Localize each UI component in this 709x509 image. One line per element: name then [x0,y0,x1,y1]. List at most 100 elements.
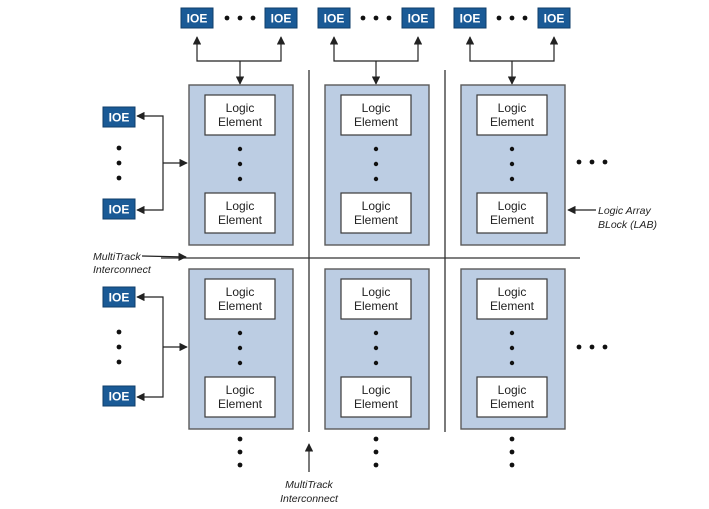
ioe-block [102,106,136,128]
ellipsis-dot [509,176,515,182]
ioe-label: IOE [109,203,130,217]
ellipsis-dot [373,345,379,351]
ellipsis-dot [237,462,243,468]
ellipsis-dot [116,175,122,181]
ellipsis-dot [373,449,379,455]
logic-element-box [204,278,276,320]
logic-element-box [204,192,276,234]
ellipsis-dot [576,159,582,165]
ioe-label: IOE [460,12,481,26]
ellipsis-dot [509,345,515,351]
logic-element-label-line2: Element [354,213,399,227]
logic-element-label-line2: Element [354,397,399,411]
ellipsis-dot [373,176,379,182]
ioe-connector [192,36,286,62]
ioe-label: IOE [324,12,345,26]
continuation-dots-bottom [237,436,515,468]
ellipsis-dot [509,330,515,336]
ellipsis-dot [602,344,608,350]
ellipsis-dot [509,161,515,167]
ioe-label: IOE [408,12,429,26]
logic-element-label-line1: Logic [226,199,255,213]
ellipsis-dot [509,449,515,455]
left-ioe-group-upper: IOE IOE [102,106,188,220]
logic-element-label-line1: Logic [498,199,527,213]
ioe-label: IOE [544,12,565,26]
logic-element-label-line2: Element [490,213,535,227]
multitrack-bottom-callout: MultiTrack Interconnect [280,443,339,505]
ellipsis-dot [237,360,243,366]
lab-row-2-col-2: Logic Element Logic Element [324,268,430,430]
logic-element-box [476,94,548,136]
top-ioe-group-1: IOE IOE [180,7,298,85]
multitrack-left-callout: MultiTrack Interconnect [93,251,187,276]
ioe-block [180,7,214,29]
ellipsis-dot [373,146,379,152]
logic-element-label-line1: Logic [362,285,391,299]
logic-element-label-line2: Element [218,299,263,313]
ellipsis-dot [509,462,515,468]
lab-label-line2: BLock (LAB) [598,219,657,231]
ioe-connector [329,36,423,62]
logic-element-box [340,94,412,136]
logic-element-label-line2: Element [354,115,399,129]
lab-row-1-col-3: Logic Element Logic Element [460,84,566,246]
ellipsis-dot [509,15,515,21]
logic-element-box [476,278,548,320]
ioe-block [102,198,136,220]
logic-element-label-line1: Logic [498,285,527,299]
ellipsis-dot [509,146,515,152]
ellipsis-dot [522,15,528,21]
ioe-connector [136,111,164,215]
ellipsis-dot [237,449,243,455]
ellipsis-dot [373,360,379,366]
logic-element-label-line2: Element [218,397,263,411]
ellipsis-dot [116,145,122,151]
logic-element-label-line1: Logic [362,199,391,213]
multitrack-bottom-label-line1: MultiTrack [285,479,333,491]
logic-element-label-line1: Logic [226,285,255,299]
logic-element-box [476,376,548,418]
lab-label-line1: Logic Array [598,205,651,217]
top-ioe-group-3: IOE IOE [453,7,571,85]
left-ioe-group-lower: IOE IOE [102,286,188,407]
ellipsis-dot [589,159,595,165]
lab-callout: Logic Array BLock (LAB) [567,205,657,231]
ellipsis-dot [237,176,243,182]
logic-element-box [476,192,548,234]
ioe-block [264,7,298,29]
logic-element-label-line1: Logic [362,101,391,115]
logic-element-label-line1: Logic [498,383,527,397]
ellipsis-dot [237,15,243,21]
ellipsis-dot [386,15,392,21]
ioe-label: IOE [109,390,130,404]
continuation-dots-right-upper [576,159,608,165]
lab-row-1-col-2: Logic Element Logic Element [324,84,430,246]
ellipsis-dot [576,344,582,350]
logic-element-label-line2: Element [354,299,399,313]
ellipsis-dot [237,345,243,351]
logic-element-label-line2: Element [490,115,535,129]
ioe-block [102,286,136,308]
ioe-label: IOE [109,291,130,305]
ioe-label: IOE [109,111,130,125]
ellipsis-dot [589,344,595,350]
ioe-connector [465,36,559,62]
logic-element-label-line2: Element [490,397,535,411]
logic-element-box [340,192,412,234]
lab-row-1-col-1: Logic Element Logic Element [188,84,294,246]
ioe-block [317,7,351,29]
ellipsis-dot [373,15,379,21]
ellipsis-dot [116,359,122,365]
logic-element-label-line2: Element [218,115,263,129]
lab-row-2-col-3: Logic Element Logic Element [460,268,566,430]
ioe-block [102,385,136,407]
logic-element-box [340,278,412,320]
ellipsis-dot [237,146,243,152]
ioe-block [537,7,571,29]
top-ioe-group-2: IOE IOE [317,7,435,85]
ioe-connector [136,292,164,402]
logic-element-label-line1: Logic [362,383,391,397]
ioe-label: IOE [271,12,292,26]
ellipsis-dot [496,15,502,21]
